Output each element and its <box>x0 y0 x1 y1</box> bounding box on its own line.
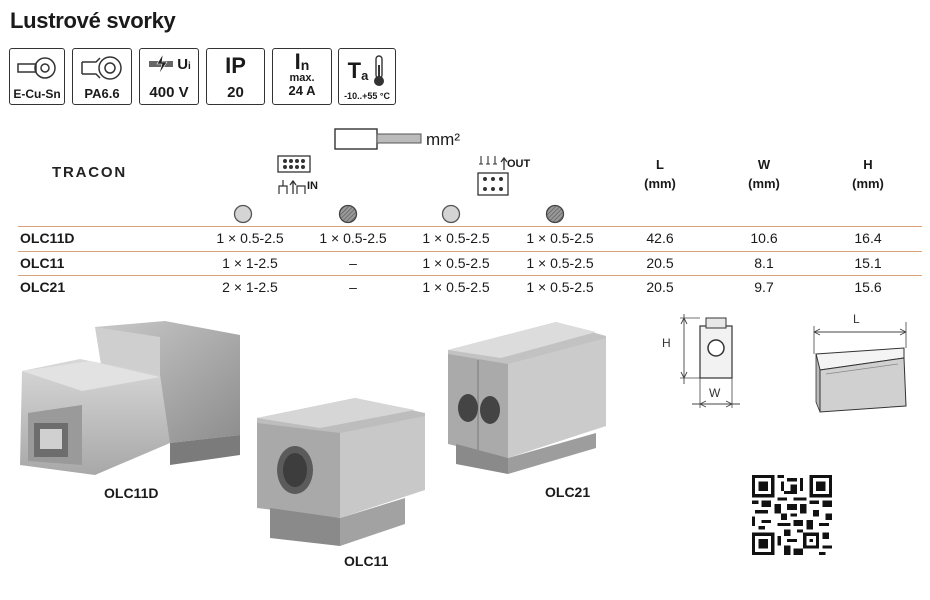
table-separator <box>18 251 922 252</box>
table-separator <box>18 226 922 227</box>
row-cell-H: 15.6 <box>854 279 882 295</box>
product-label-olc21: OLC21 <box>545 484 591 500</box>
row-cell-solid-in: 2 × 1-2.5 <box>222 279 278 295</box>
header-L-letter: L <box>656 157 664 172</box>
product-image-olc21 <box>448 322 606 474</box>
header-H: H (mm) <box>838 155 898 193</box>
dimension-label-L: L <box>853 312 860 326</box>
row-cell-W: 8.1 <box>754 255 774 271</box>
row-cell-W: 10.6 <box>750 230 778 246</box>
wire-cable-icon <box>334 128 422 150</box>
header-H-unit: (mm) <box>852 176 884 191</box>
current-symbol-letter: I <box>294 49 301 74</box>
solid-wire-icon <box>233 204 253 224</box>
dimension-drawing-side <box>813 322 907 413</box>
row-cell-stranded-in: – <box>349 255 357 271</box>
row-name: OLC21 <box>20 279 66 295</box>
connector-holes-icon <box>277 155 311 173</box>
material-label: E-Cu-Sn <box>13 87 61 101</box>
ip-value: 20 <box>227 84 244 101</box>
voltage-symbol-sub: i <box>188 61 191 72</box>
stranded-wire-icon <box>338 204 358 224</box>
row-cell-solid-in: 1 × 0.5-2.5 <box>216 230 284 246</box>
wire-in-icon <box>278 179 306 194</box>
out-label: OUT <box>507 158 531 170</box>
voltage-lightning-icon <box>149 54 174 74</box>
row-cell-stranded-in: 1 × 0.5-2.5 <box>319 230 387 246</box>
header-L-unit: (mm) <box>644 176 676 191</box>
dimension-drawing-front <box>680 314 740 408</box>
product-image-olc11d <box>20 321 240 475</box>
current-value: 24 A <box>288 83 316 98</box>
row-cell-stranded-out: 1 × 0.5-2.5 <box>526 279 594 295</box>
row-cell-stranded-out: 1 × 0.5-2.5 <box>526 230 594 246</box>
row-cell-L: 42.6 <box>646 230 674 246</box>
row-cell-solid-out: 1 × 0.5-2.5 <box>422 230 490 246</box>
voltage-symbol-letter: U <box>177 55 189 73</box>
row-cell-L: 20.5 <box>646 255 674 271</box>
row-cell-stranded-in: – <box>349 279 357 295</box>
row-cell-solid-in: 1 × 1-2.5 <box>222 255 278 271</box>
current-symbol: I n max. 24 A <box>272 48 332 105</box>
header-W-letter: W <box>757 157 771 172</box>
material-symbol: E-Cu-Sn <box>9 48 65 105</box>
brand-logo: TRACON <box>52 164 127 181</box>
thermometer-icon <box>374 55 385 86</box>
table-row: OLC11 1 × 1-2.5 – 1 × 0.5-2.5 1 × 0.5-2.… <box>0 252 930 276</box>
row-cell-solid-out: 1 × 0.5-2.5 <box>422 279 490 295</box>
temp-range: -10..+55 °C <box>344 91 390 101</box>
temp-symbol-letter: T <box>347 58 362 83</box>
header-W-unit: (mm) <box>748 176 780 191</box>
row-cell-H: 16.4 <box>854 230 882 246</box>
row-cell-W: 9.7 <box>754 279 774 295</box>
dimension-label-W: W <box>709 386 721 400</box>
insulation-label: PA6.6 <box>84 86 120 101</box>
current-max: max. <box>289 72 315 84</box>
product-label-olc11d: OLC11D <box>104 485 159 501</box>
stranded-wire-icon <box>545 204 565 224</box>
product-label-olc11: OLC11 <box>344 553 389 569</box>
row-cell-H: 15.1 <box>854 255 882 271</box>
solid-wire-icon <box>441 204 461 224</box>
current-symbol-sub: n <box>300 57 310 73</box>
table-separator <box>18 275 922 276</box>
table-row: OLC21 2 × 1-2.5 – 1 × 0.5-2.5 1 × 0.5-2.… <box>0 276 930 300</box>
unit-mm2: mm² <box>426 130 460 149</box>
voltage-symbol: U i 400 V <box>139 48 199 105</box>
wire-out-icon <box>479 156 508 170</box>
temp-symbol-sub: a <box>361 67 369 83</box>
header-H-letter: H <box>863 157 873 172</box>
product-image-olc11 <box>257 398 425 546</box>
row-name: OLC11 <box>20 255 65 271</box>
voltage-label: 400 V <box>149 84 189 101</box>
ring-terminal-outline-icon <box>81 56 122 80</box>
input-pictogram: IN <box>277 155 318 196</box>
row-cell-stranded-out: 1 × 0.5-2.5 <box>526 255 594 271</box>
row-cell-solid-out: 1 × 0.5-2.5 <box>422 255 490 271</box>
table-row: OLC11D 1 × 0.5-2.5 1 × 0.5-2.5 1 × 0.5-2… <box>0 227 930 251</box>
header-W: W (mm) <box>734 155 794 193</box>
ip-label: IP <box>225 53 246 78</box>
qr-code-icon <box>752 475 832 555</box>
dimension-label-H: H <box>662 336 671 350</box>
output-pictogram: OUT <box>477 156 530 201</box>
page-title: Lustrové svorky <box>10 8 176 33</box>
insulation-symbol: PA6.6 <box>72 48 132 105</box>
in-label: IN <box>307 180 318 192</box>
row-cell-L: 20.5 <box>646 279 674 295</box>
row-name: OLC11D <box>20 230 75 246</box>
header-L: L (mm) <box>630 155 690 193</box>
ip-symbol: IP 20 <box>206 48 265 105</box>
connector-grid-icon <box>477 172 509 196</box>
temperature-symbol: T a -10..+55 °C <box>338 48 396 105</box>
ring-terminal-icon <box>17 57 56 79</box>
